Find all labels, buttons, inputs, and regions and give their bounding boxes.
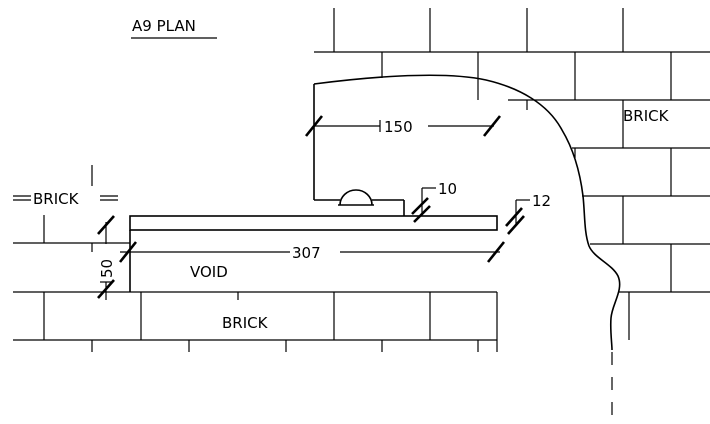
dimension-307-text: 307 [292,244,321,262]
left-brick-label-lines [13,195,118,201]
brick-break-line [313,74,621,351]
dimension-10-text: 10 [438,180,457,198]
dimension-12-text: 12 [532,192,551,210]
dimension-12: 12 [505,192,551,235]
dimension-10: 10 [411,180,457,223]
brick-label-left: BRICK [33,190,80,208]
dimension-150: 150 [304,115,502,137]
brick-wall-bottom [13,291,498,352]
brick-wall-left [13,165,130,252]
dimension-50-text: 50 [98,259,116,278]
lintel-plates [129,199,498,292]
brick-label-upper-right: BRICK [623,107,670,125]
void-label: VOID [190,263,228,281]
plan-title: A9 PLAN [132,17,196,35]
bolt-head [339,189,373,206]
brick-wall-upper-right [314,8,710,340]
dimension-307: 307 [118,241,506,263]
brick-label-bottom: BRICK [222,314,269,332]
dimension-150-text: 150 [384,118,413,136]
dimension-50: 50 [97,215,116,300]
